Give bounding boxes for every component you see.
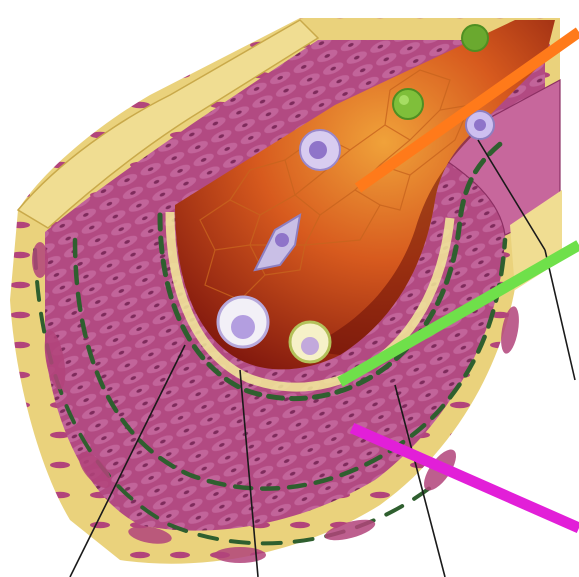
leukocyte <box>290 322 330 362</box>
white-blood-cell <box>218 297 268 347</box>
green-cell <box>462 25 488 51</box>
green-cell <box>393 89 423 119</box>
white-blood-cell <box>300 130 340 170</box>
